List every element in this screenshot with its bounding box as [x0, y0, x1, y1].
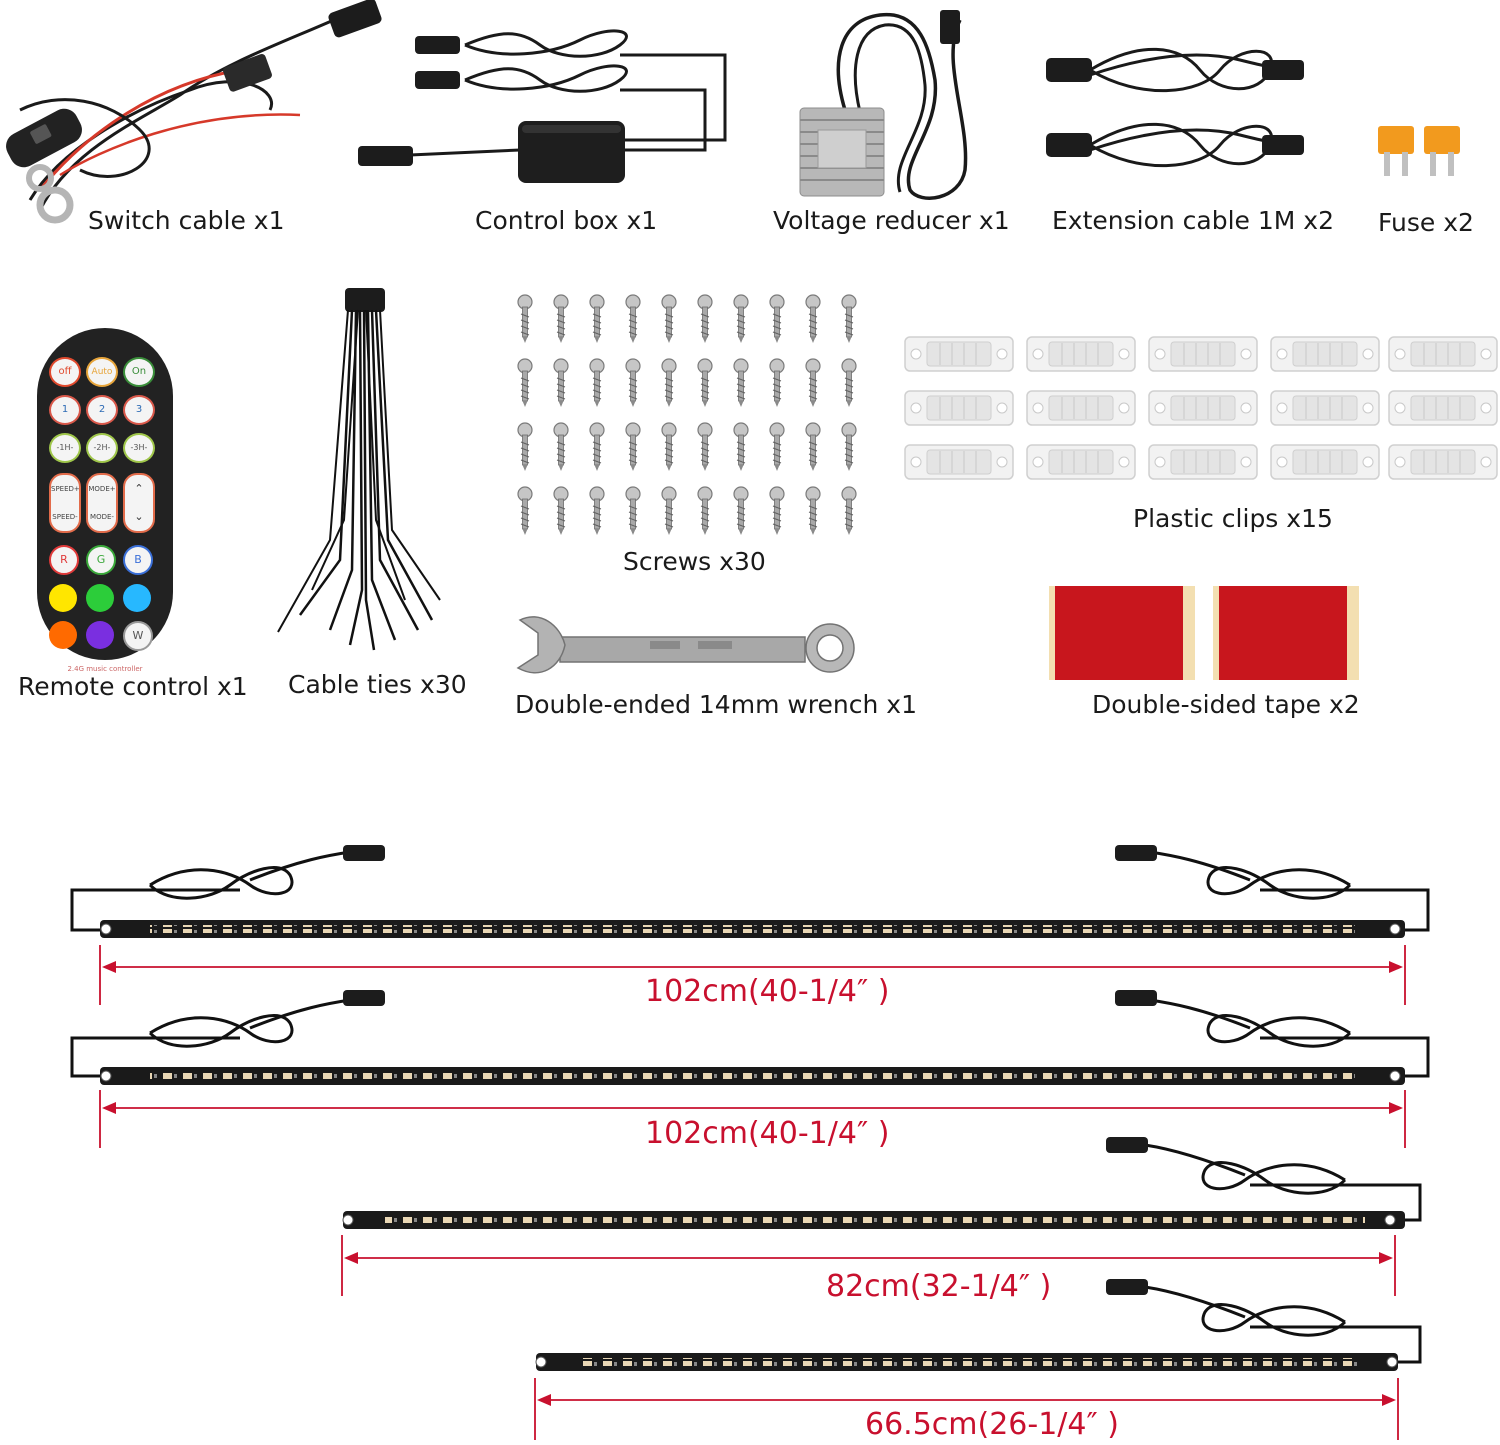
strip-3-length: 82cm(32-1/4″ ) — [826, 1269, 1052, 1304]
remote-button-on[interactable]: On — [123, 357, 155, 387]
screws-image — [517, 294, 857, 536]
wrench-label: Double-ended 14mm wrench x1 — [515, 690, 918, 719]
remote-button-r[interactable]: R — [49, 545, 79, 575]
switch-cable-label: Switch cable x1 — [88, 206, 285, 235]
remote-button-w[interactable]: W — [123, 621, 153, 651]
voltage-reducer-image — [799, 10, 968, 200]
double-sided-tape-label: Double-sided tape x2 — [1092, 690, 1360, 719]
remote-button-panel: off Auto On 1 2 3 -1H- -2H- -3H- SPEED+ … — [49, 357, 161, 673]
cable-ties-label: Cable ties x30 — [288, 670, 467, 699]
remote-button-green[interactable] — [86, 584, 114, 612]
cable-ties-image — [277, 288, 441, 651]
switch-cable-image — [6, 0, 382, 224]
led-strip-3-image — [342, 1137, 1422, 1229]
voltage-reducer-label: Voltage reducer x1 — [773, 206, 1010, 235]
strip-2-length: 102cm(40-1/4″ ) — [645, 1116, 890, 1151]
remote-brightness-rocker[interactable]: ⌃ ⌄ — [123, 473, 155, 533]
led-strip-4-image — [535, 1279, 1422, 1371]
led-strip-1-image — [70, 845, 1430, 938]
strip-1-length: 102cm(40-1/4″ ) — [645, 974, 890, 1009]
remote-button-2[interactable]: 2 — [86, 395, 118, 425]
remote-button-1[interactable]: 1 — [49, 395, 81, 425]
remote-button-cyan[interactable] — [123, 584, 151, 612]
remote-button-mode-up[interactable]: MODE+ — [88, 485, 116, 493]
remote-button-2h[interactable]: -2H- — [86, 433, 118, 463]
screws-label: Screws x30 — [623, 547, 766, 576]
remote-button-speed-up[interactable]: SPEED+ — [51, 485, 80, 493]
chevron-up-icon[interactable]: ⌃ — [134, 482, 144, 495]
remote-button-speed-down[interactable]: SPEED- — [52, 513, 78, 521]
remote-button-b[interactable]: B — [123, 545, 153, 575]
remote-control-label: Remote control x1 — [18, 672, 248, 701]
chevron-down-icon[interactable]: ⌄ — [134, 510, 144, 523]
fuse-label: Fuse x2 — [1378, 208, 1474, 237]
control-box-label: Control box x1 — [475, 206, 658, 235]
dimension-lines — [99, 945, 1406, 1440]
remote-button-g[interactable]: G — [86, 545, 116, 575]
remote-brand-text: 2.4G music controller — [67, 665, 143, 673]
remote-button-1h[interactable]: -1H- — [49, 433, 81, 463]
extension-cable-image — [1046, 47, 1304, 168]
fuse-image — [1378, 126, 1460, 176]
plastic-clips-label: Plastic clips x15 — [1133, 504, 1333, 533]
remote-mode-rocker[interactable]: MODE+ MODE- — [86, 473, 118, 533]
remote-button-orange[interactable] — [49, 621, 77, 649]
remote-button-off[interactable]: off — [49, 357, 81, 387]
wrench-image — [516, 616, 855, 674]
remote-button-3h[interactable]: -3H- — [123, 433, 155, 463]
extension-cable-label: Extension cable 1M x2 — [1052, 206, 1335, 235]
led-strip-2-image — [70, 990, 1430, 1085]
plastic-clips-image — [904, 336, 1498, 480]
remote-button-yellow[interactable] — [49, 584, 77, 612]
control-box-image — [358, 29, 727, 183]
double-sided-tape-image — [1049, 586, 1359, 680]
remote-speed-rocker[interactable]: SPEED+ SPEED- — [49, 473, 81, 533]
remote-button-mode-down[interactable]: MODE- — [90, 513, 114, 521]
strip-4-length: 66.5cm(26-1/4″ ) — [865, 1407, 1119, 1442]
remote-button-purple[interactable] — [86, 621, 114, 649]
remote-button-auto[interactable]: Auto — [86, 357, 118, 387]
remote-button-3[interactable]: 3 — [123, 395, 155, 425]
